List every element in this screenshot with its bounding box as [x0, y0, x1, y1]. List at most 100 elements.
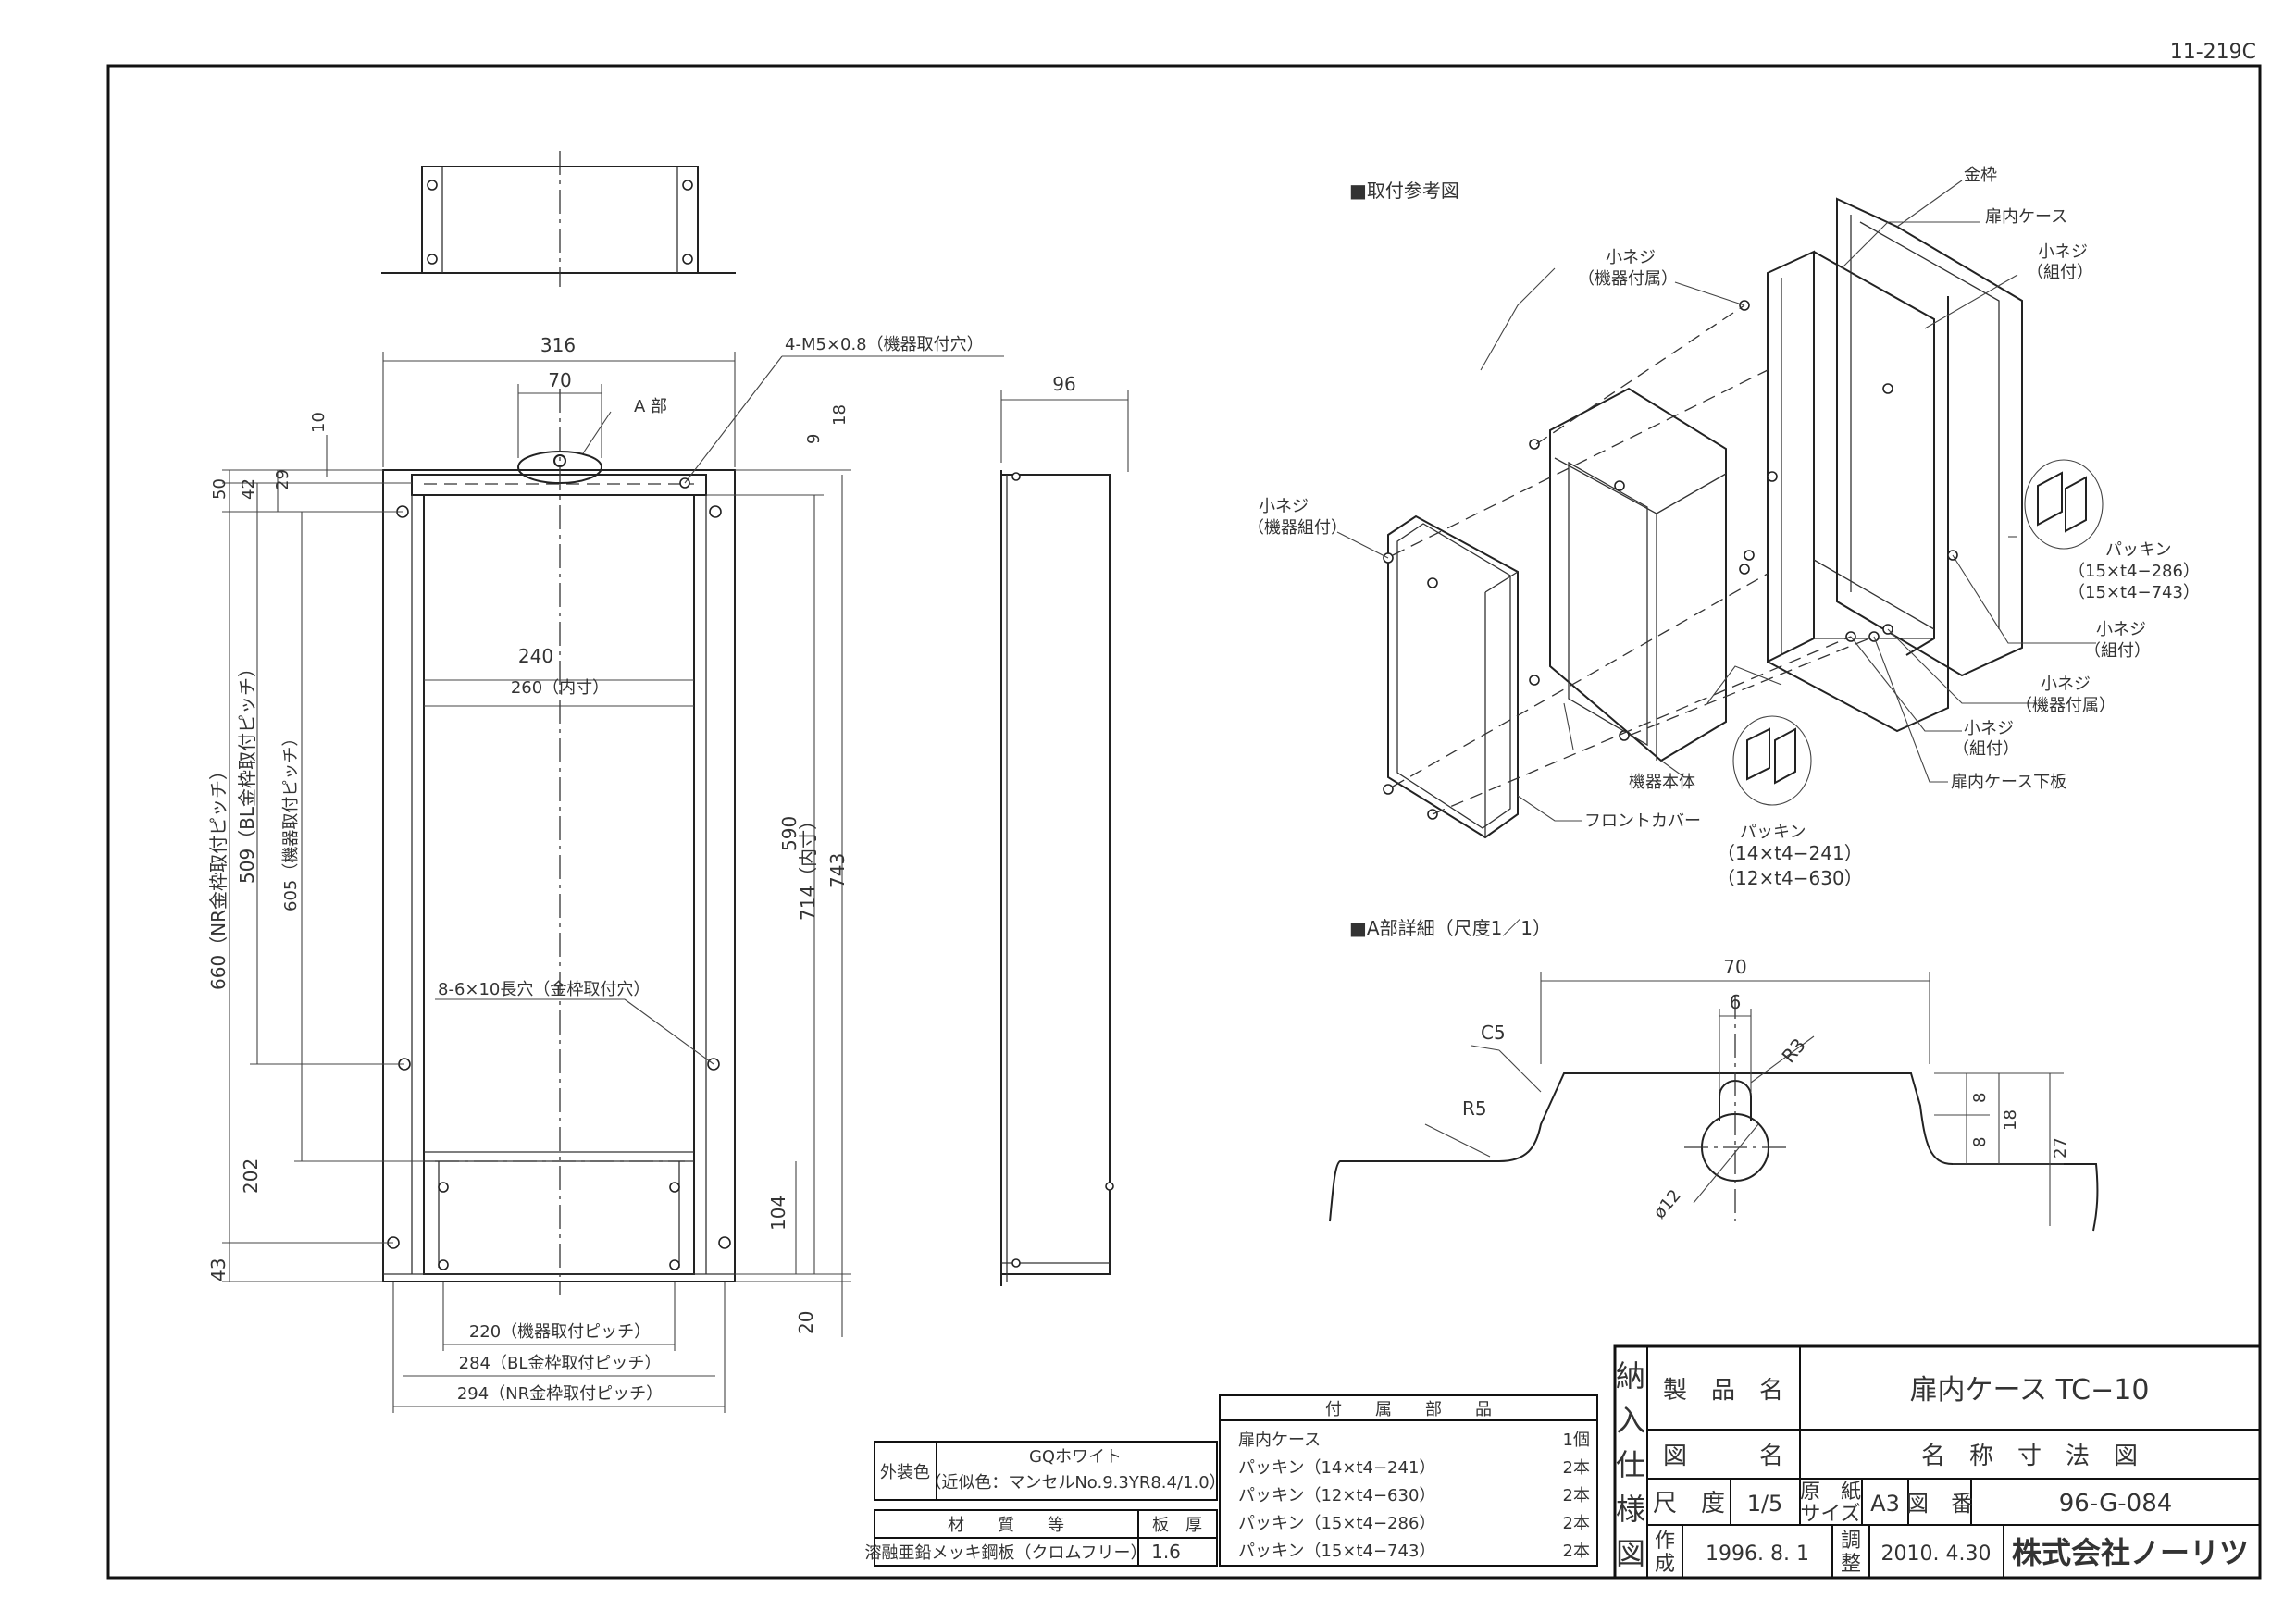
dim-202: 202	[240, 1158, 262, 1194]
label-packing-right: パッキン	[2105, 540, 2171, 560]
paper-size-value: A3	[1870, 1491, 1900, 1517]
dim-width: 316	[540, 334, 576, 356]
parts-row-qty: 2本	[1563, 1542, 1590, 1561]
drawing-name-label: 図 名	[1663, 1443, 1783, 1470]
label-screw-assembled: 小ネジ	[2038, 242, 2088, 262]
detail-a-dim-8a: 8	[1970, 1093, 1990, 1103]
label-screw-right-2: 小ネジ	[2041, 675, 2091, 694]
finish-table	[874, 1441, 1218, 1567]
material-header: 材 質 等	[948, 1516, 1064, 1535]
label-packing-bottom-2: （12×t4−630）	[1717, 867, 1863, 889]
label-packing-right-2: （15×t4−743）	[2068, 583, 2200, 602]
dim-590: 590	[778, 816, 800, 851]
parts-row-qty: 2本	[1563, 1514, 1590, 1533]
created-label-2: 成	[1655, 1553, 1675, 1576]
dim-294: 294（NR金枠取付ピッチ）	[457, 1384, 663, 1404]
detail-a-label-c5: C5	[1481, 1022, 1506, 1044]
product-name-label: 製 品 名	[1663, 1377, 1783, 1405]
paper-size-label-1: 原 紙	[1800, 1481, 1861, 1504]
thickness-header: 板 厚	[1152, 1516, 1202, 1535]
label-screw-device-assembly: 小ネジ	[1259, 497, 1309, 516]
dim-260: 260（内寸）	[511, 678, 609, 698]
parts-row-name: パッキン（12×t4−630）	[1238, 1486, 1435, 1505]
dim-220: 220（機器取付ピッチ）	[469, 1322, 651, 1342]
dim-depth: 96	[1052, 373, 1075, 395]
parts-row-name: パッキン（15×t4−286）	[1238, 1514, 1435, 1533]
title-side-char: 図	[1616, 1536, 1645, 1571]
detail-a-dim-18: 18	[2001, 1109, 2020, 1131]
parts-row-qty: 2本	[1563, 1458, 1590, 1478]
detail-a-label-r3: R3	[1777, 1034, 1809, 1067]
label-device-attached-right-2: （機器付属）	[2016, 696, 2116, 715]
label-assembled: （組付）	[2027, 263, 2093, 282]
side-view	[1000, 390, 1129, 1286]
label-assembled-right-3: （組付）	[1953, 739, 2019, 759]
detail-a-view	[1329, 972, 2099, 1232]
dim-284: 284（BL金枠取付ピッチ）	[459, 1354, 662, 1373]
dim-714: 714（内寸）	[797, 812, 819, 921]
dim-509: 509（BL金枠取付ピッチ）	[236, 659, 258, 884]
label-device-attached: （機器付属）	[1578, 269, 1678, 289]
label-packing-right-1: （15×t4−286）	[2068, 562, 2200, 581]
label-packing-bottom-1: （14×t4−241）	[1717, 842, 1863, 864]
adjusted-label-1: 調	[1841, 1530, 1861, 1553]
title-block	[1613, 1344, 2262, 1580]
label-screw-right-3: 小ネジ	[1964, 719, 2014, 738]
title-side-char: 仕	[1616, 1447, 1645, 1482]
detail-a-dim-70: 70	[1723, 956, 1746, 978]
label-frame: 金枠	[1964, 166, 1997, 185]
thickness-value: 1.6	[1151, 1541, 1181, 1563]
finish-color-note: （近似色：マンセルNo.9.3YR8.4/1.0）	[925, 1473, 1225, 1493]
front-view-dimensions	[222, 352, 1004, 1413]
detail-a-dim-8b: 8	[1970, 1137, 1990, 1147]
label-part-a: A 部	[634, 397, 667, 416]
company-name: 株式会社ノーリツ	[2012, 1535, 2249, 1570]
drawing-name: 名 称 寸 法 図	[1921, 1443, 2138, 1470]
label-screw-right-1: 小ネジ	[2096, 620, 2146, 639]
scale-value: 1/5	[1747, 1491, 1783, 1517]
dim-104: 104	[767, 1196, 789, 1231]
title-side-char: 様	[1616, 1492, 1645, 1527]
adjusted-date: 2010. 4.30	[1881, 1542, 1992, 1566]
dim-50: 50	[210, 478, 230, 500]
dim-10: 10	[309, 412, 329, 433]
install-exploded-view	[1336, 180, 2104, 839]
paper-size-label-2: サイズ	[1800, 1503, 1860, 1526]
label-front-cover: フロントカバー	[1584, 812, 1701, 831]
top-view	[381, 151, 736, 287]
dim-20: 20	[795, 1311, 817, 1334]
detail-a-dim-6: 6	[1730, 991, 1742, 1013]
created-date: 1996. 8. 1	[1706, 1542, 1809, 1566]
dim-18: 18	[830, 404, 850, 426]
dim-605: 605（機器取付ピッチ）	[281, 730, 301, 911]
label-device-assembly: （機器組付）	[1247, 518, 1347, 538]
drawing-no-label: 図 番	[1906, 1491, 1973, 1517]
created-label-1: 作	[1655, 1530, 1675, 1553]
finish-color-name: GQホワイト	[1029, 1447, 1122, 1467]
scale-label: 尺 度	[1653, 1490, 1725, 1518]
detail-a-title: ■A部詳細（尺度1／1）	[1349, 917, 1551, 939]
label-bottom-plate: 扉内ケース下板	[1951, 773, 2066, 792]
note-slots: 8-6×10長穴（金枠取付穴）	[438, 980, 650, 999]
parts-row-name: パッキン（14×t4−241）	[1238, 1458, 1435, 1478]
install-ref-title: ■取付参考図	[1349, 180, 1459, 202]
dim-43: 43	[207, 1258, 230, 1282]
dim-29: 29	[273, 469, 292, 490]
parts-row-qty: 2本	[1563, 1486, 1590, 1505]
dim-42: 42	[239, 478, 258, 500]
label-packing-bottom: パッキン	[1740, 823, 1806, 842]
parts-table-header: 付 属 部 品	[1325, 1400, 1492, 1419]
product-name: 扉内ケース TC−10	[1910, 1374, 2150, 1406]
parts-table	[1219, 1394, 1598, 1567]
parts-row-name: パッキン（15×t4−743）	[1238, 1542, 1435, 1561]
title-side-char: 入	[1616, 1403, 1645, 1438]
finish-color-label: 外装色	[880, 1463, 930, 1482]
dim-660: 660（NR金枠取付ピッチ）	[207, 762, 230, 990]
sheet-border	[106, 64, 2262, 1580]
parts-row-name: 扉内ケース	[1238, 1431, 1321, 1450]
dim-743: 743	[826, 853, 849, 888]
parts-row-qty: 1個	[1563, 1431, 1590, 1450]
label-assembled-right-1: （組付）	[2084, 641, 2151, 661]
dim-240: 240	[518, 645, 553, 667]
